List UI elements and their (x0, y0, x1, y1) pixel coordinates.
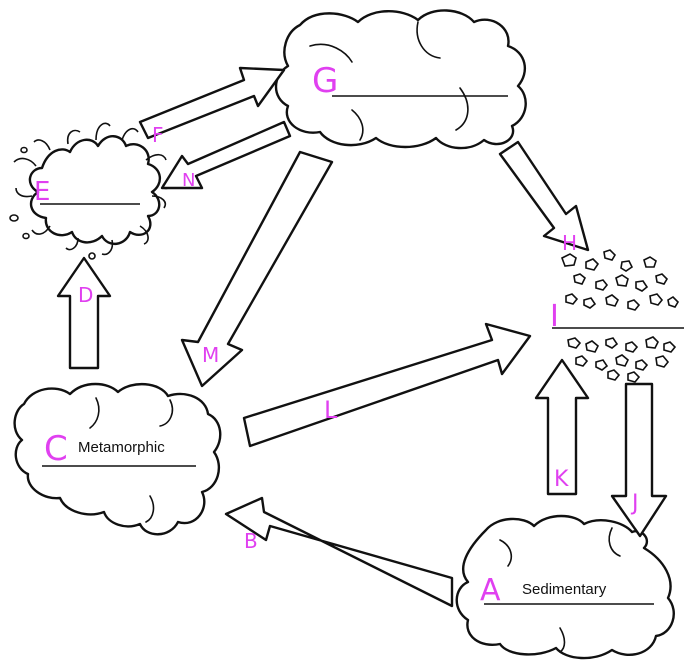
arrow-b: B (224, 496, 454, 608)
arrow-n: N (160, 120, 292, 191)
label-n: N (182, 170, 195, 191)
label-e: E (34, 177, 50, 207)
node-i: I (550, 249, 684, 383)
answer-a: Sedimentary (522, 581, 607, 598)
label-l: L (324, 396, 338, 424)
label-j: J (630, 491, 639, 516)
node-c: C Metamorphic (13, 382, 222, 536)
node-a: A Sedimentary (455, 514, 675, 660)
label-b: B (244, 529, 258, 553)
arrow-l: L (242, 322, 532, 448)
label-a: A (480, 573, 501, 608)
arrow-f: F (138, 66, 286, 147)
label-m: M (202, 343, 219, 367)
arrow-k: K (534, 358, 590, 496)
arrow-j: J (610, 382, 668, 538)
label-h: H (562, 231, 577, 255)
label-k: K (554, 467, 569, 492)
arrow-m: M (180, 150, 334, 388)
label-f: F (152, 123, 164, 147)
node-e: E (9, 117, 170, 260)
answer-c: Metamorphic (78, 439, 165, 456)
label-c: C (44, 429, 68, 469)
arrow-d: D (56, 256, 112, 370)
node-g: G (274, 9, 527, 150)
arrow-h: H (498, 140, 590, 255)
label-g: G (312, 61, 338, 101)
label-d: D (78, 283, 93, 307)
label-i: I (550, 299, 559, 334)
